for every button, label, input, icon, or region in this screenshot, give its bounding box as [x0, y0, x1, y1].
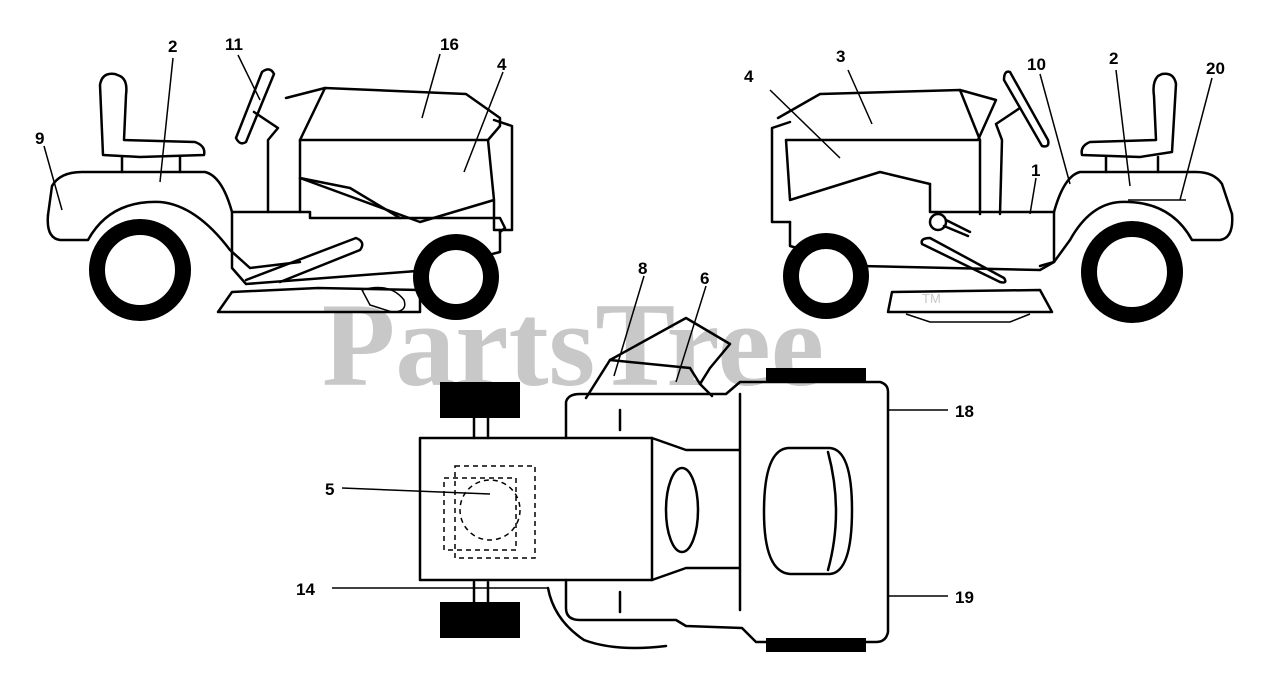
left-steering-column — [252, 110, 280, 214]
right-leader-10 — [1039, 73, 1071, 185]
top-seat-outline — [762, 446, 854, 576]
top-leader-6 — [675, 285, 707, 383]
callout-2-right: 2 — [1109, 49, 1118, 68]
top-view: 8 6 18 5 14 19 — [296, 259, 974, 652]
right-mower-deck — [886, 288, 1054, 314]
top-hood — [418, 436, 654, 582]
top-leader-8 — [613, 275, 645, 377]
left-rear-fender — [46, 170, 507, 234]
callout-5: 5 — [325, 480, 334, 499]
right-leader-3 — [847, 69, 873, 125]
right-grille — [770, 120, 792, 224]
left-hood — [284, 86, 502, 214]
callout-8: 8 — [638, 259, 647, 278]
left-seat-post — [120, 155, 182, 174]
right-footrest — [920, 236, 1007, 284]
top-gas-cap-outline — [459, 479, 521, 541]
top-body — [564, 380, 890, 644]
right-rear-fender — [928, 170, 1234, 216]
callout-4-left: 4 — [497, 55, 507, 74]
left-rear-wheel — [89, 219, 191, 321]
callout-2-left: 2 — [168, 37, 177, 56]
right-body-lower — [1038, 200, 1234, 268]
top-seat-fold — [608, 358, 702, 386]
left-leader-11 — [237, 54, 261, 101]
callout-20: 20 — [1206, 59, 1225, 78]
left-front-wheel — [413, 234, 499, 320]
top-seat-inner — [826, 450, 838, 572]
left-leader-4 — [463, 71, 504, 173]
top-leader-5 — [341, 487, 491, 495]
top-steering-hub — [664, 466, 700, 554]
right-steering-wheel — [1002, 70, 1050, 148]
left-hood-line — [298, 86, 327, 142]
callout-11: 11 — [225, 35, 243, 54]
right-leader-20 — [1179, 77, 1213, 201]
callout-3: 3 — [836, 47, 845, 66]
left-leader-16 — [421, 53, 441, 119]
callout-4-right: 4 — [744, 67, 754, 86]
left-footrest — [244, 236, 364, 284]
callout-18: 18 — [955, 402, 974, 421]
right-deck-underside — [905, 313, 1031, 323]
left-side-view: 9 2 11 16 4 — [35, 35, 514, 321]
top-dash-panel — [650, 392, 742, 612]
callout-10: 10 — [1027, 55, 1046, 74]
top-front-axle-upper — [472, 416, 490, 440]
top-front-wheel-lower — [440, 602, 520, 638]
callout-9: 9 — [35, 129, 44, 148]
right-hood — [776, 88, 998, 202]
left-leader-2 — [159, 57, 174, 183]
callout-19: 19 — [955, 588, 974, 607]
right-lever-knob — [928, 212, 948, 232]
right-steering-column — [994, 106, 1022, 216]
top-rear-wheel-lower — [766, 638, 866, 652]
left-body-lower — [46, 200, 302, 270]
right-rear-wheel — [1081, 221, 1183, 323]
watermark-text: PartsTree — [322, 278, 824, 411]
callout-16: 16 — [440, 35, 459, 54]
left-leader-9 — [43, 145, 63, 211]
top-decal-outline-back — [443, 477, 517, 551]
right-side-view: 4 3 10 2 20 1 — [744, 47, 1234, 323]
right-hood-line — [958, 88, 982, 216]
left-discharge-chute — [360, 286, 406, 313]
right-seat-post — [1104, 155, 1160, 174]
top-rear-wheel-upper — [766, 368, 866, 382]
left-steering-wheel — [234, 68, 276, 145]
left-chassis — [230, 176, 502, 286]
top-decal-outline-front — [454, 465, 536, 559]
top-front-axle-lower — [472, 580, 490, 604]
callout-6: 6 — [700, 269, 709, 288]
top-deck-curve — [546, 586, 668, 650]
right-leader-1 — [1029, 177, 1037, 215]
left-grille — [298, 118, 514, 232]
callout-1: 1 — [1031, 161, 1040, 180]
right-seat-back — [1080, 72, 1178, 159]
right-lever — [942, 218, 972, 238]
right-front-wheel — [783, 233, 869, 319]
right-leader-2 — [1115, 69, 1131, 187]
left-seat-back — [98, 72, 206, 159]
watermark-trademark: TM — [922, 291, 941, 306]
right-leader-4 — [769, 89, 841, 159]
top-front-wheel-upper — [440, 382, 520, 418]
callout-14: 14 — [296, 580, 315, 599]
